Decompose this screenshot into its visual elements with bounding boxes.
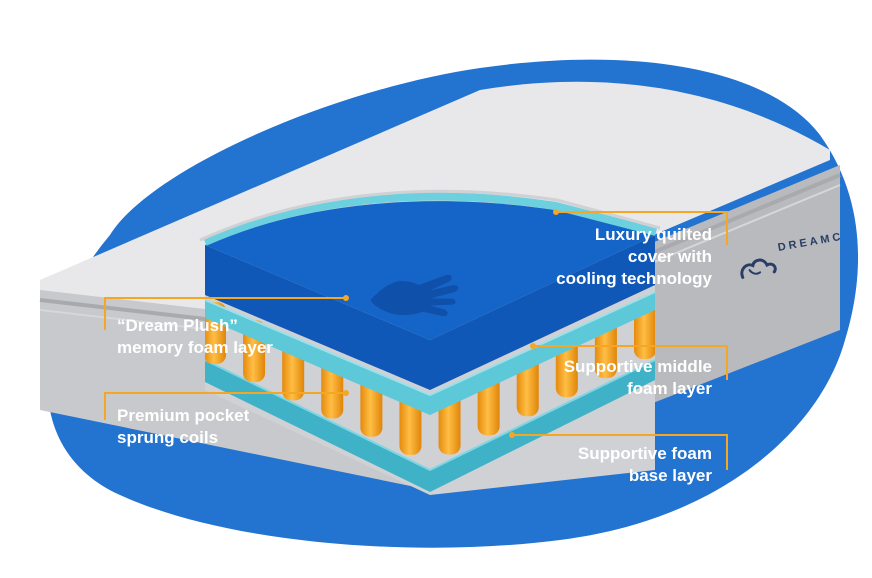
label-line: “Dream Plush” xyxy=(117,316,238,335)
leader-dots xyxy=(343,209,559,438)
leader-middle-foam xyxy=(533,345,728,380)
label-cover: Luxury quilted cover with cooling techno… xyxy=(556,224,712,290)
label-line: memory foam layer xyxy=(117,338,273,357)
memory-foam-top xyxy=(205,201,655,340)
label-line: Supportive middle xyxy=(563,357,712,376)
cloud-logo-icon xyxy=(740,258,777,279)
label-line: foam layer xyxy=(626,379,712,398)
label-line: Premium pocket xyxy=(117,406,250,425)
label-line: sprung coils xyxy=(117,428,219,447)
cover-layer xyxy=(203,192,658,246)
label-base-foam: Supportive foam base layer xyxy=(578,443,712,487)
label-memory-foam: “Dream Plush” memory foam layer xyxy=(117,315,273,359)
memory-foam-layer xyxy=(205,235,655,390)
label-line: base layer xyxy=(628,466,712,485)
cutaway-section xyxy=(199,189,661,495)
label-line: cooling technology xyxy=(556,269,712,288)
hand-icon xyxy=(370,274,459,317)
leader-coils xyxy=(104,392,346,420)
label-coils: Premium pocket sprung coils xyxy=(117,405,249,449)
leader-cover xyxy=(556,211,728,245)
leader-memory-foam xyxy=(104,297,346,330)
base-foam-layer xyxy=(205,360,655,492)
label-line: cover with xyxy=(627,247,712,266)
label-line: Luxury quilted xyxy=(594,225,712,244)
middle-foam-layer xyxy=(205,292,655,415)
leader-lines xyxy=(104,211,728,470)
leader-base-foam xyxy=(512,434,728,470)
label-line: Supportive foam xyxy=(577,444,712,463)
label-middle-foam: Supportive middle foam layer xyxy=(564,356,712,400)
